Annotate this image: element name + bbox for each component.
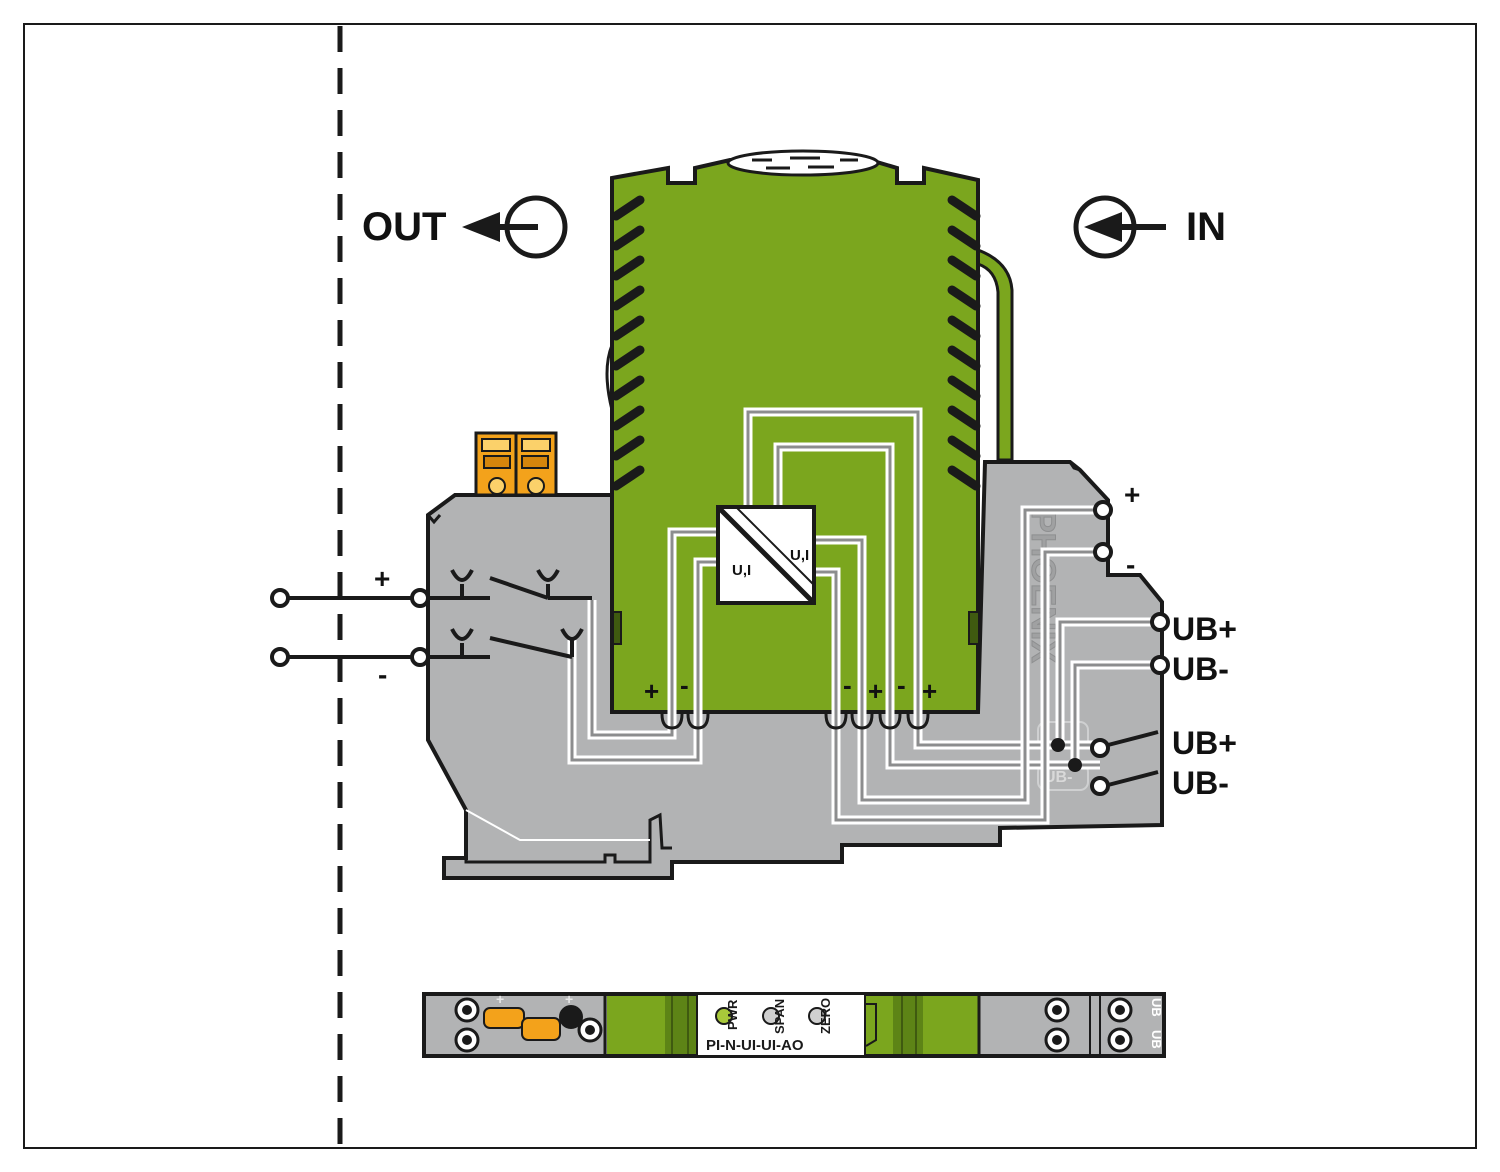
right-vent-slots [947, 195, 981, 491]
right-minus-terminal [1093, 542, 1113, 562]
front-view-strip: + + PWR SPAN ZERO PI-N-UI-UI-AO UB UB [422, 991, 1166, 1058]
right-plus-terminal [1093, 500, 1113, 520]
vent-slot [611, 375, 645, 401]
right-plus-label: + [1124, 479, 1140, 510]
front-orange-plug-1 [483, 1007, 525, 1029]
ub-plus-1-terminal [1150, 612, 1170, 632]
left-minus-label: - [378, 659, 387, 690]
switch-minus [489, 636, 573, 659]
model-label: PI-N-UI-UI-AO [706, 1037, 804, 1054]
right-minus-label: - [1126, 549, 1135, 580]
pcb-out-plus: + [644, 676, 659, 706]
vent-slot [947, 405, 981, 431]
front-orange-plug-2 [521, 1017, 561, 1041]
solder-cup [686, 713, 710, 730]
vent-slot [947, 345, 981, 371]
led-pwr-label: PWR [725, 999, 740, 1030]
left-plus-terminal [270, 588, 290, 608]
vent-slot [611, 285, 645, 311]
orange-plug-connector [474, 431, 558, 497]
bus-label: UB- [1044, 769, 1072, 786]
out-direction-symbol: OUT [362, 195, 568, 259]
contact-fork [450, 569, 474, 582]
left-vent-slots [611, 195, 645, 491]
left-minus-node [410, 647, 430, 667]
ub-plus-1-label: UB+ [1172, 611, 1237, 647]
solder-cup [660, 713, 684, 730]
left-minus-terminal [270, 647, 290, 667]
junction-dot [1051, 738, 1065, 752]
vent-slot [611, 405, 645, 431]
vent-slot [611, 255, 645, 281]
left-plus-node [410, 588, 430, 608]
ub-minus-1-label: UB- [1172, 651, 1229, 687]
vent-slot [947, 285, 981, 311]
internal-wiring [567, 407, 1160, 825]
left-terminal-block: + - [270, 563, 592, 690]
contact-fork [560, 628, 584, 641]
junction-dot [1068, 758, 1082, 772]
ub-minus-2-label: UB- [1172, 765, 1229, 801]
vent-slot [947, 465, 981, 491]
solder-cup [824, 713, 848, 730]
pcb-out-minus: - [680, 670, 689, 700]
vent-slot [947, 315, 981, 341]
vent-slot [611, 435, 645, 461]
pwr-led [715, 1007, 733, 1025]
vent-slot [947, 375, 981, 401]
front-plus-right: + [565, 991, 573, 1007]
module-top-grip [726, 149, 880, 177]
ub-minus-1-terminal [1150, 655, 1170, 675]
led-zero-label: ZERO [818, 998, 833, 1034]
bus-contact-2 [1107, 770, 1159, 787]
left-plus-label: + [374, 563, 390, 594]
pcb-in1-plus: + [868, 676, 883, 706]
in-direction-symbol: IN [1073, 195, 1226, 259]
vent-slot [947, 435, 981, 461]
vent-slot [611, 315, 645, 341]
pcb-in1-minus: - [843, 670, 852, 700]
in-label: IN [1186, 205, 1226, 249]
gray-housing: PHOENIX UB- [426, 460, 1164, 880]
vent-slot [947, 195, 981, 221]
vent-slot [611, 225, 645, 251]
converter-block: U,I U,I [716, 505, 816, 605]
zero-potentiometer [808, 1007, 826, 1025]
solder-cup [878, 713, 902, 730]
ub-plus-2-label: UB+ [1172, 725, 1237, 761]
front-ub-1: UB [1149, 998, 1164, 1017]
pcb-in2-plus: + [922, 676, 937, 706]
right-terminal-block: + - UB+ UB- UB+ UB- [1051, 479, 1237, 801]
vent-slot [947, 255, 981, 281]
contact-fork [536, 569, 560, 582]
pcb-polarity-labels: + - - + - + [644, 670, 937, 706]
out-arrow-icon [462, 212, 500, 242]
vent-slot [611, 345, 645, 371]
contact-fork [450, 628, 474, 641]
ub-minus-2-terminal [1090, 776, 1110, 796]
front-ub-2: UB [1149, 1030, 1164, 1049]
vent-slot [611, 195, 645, 221]
converter-out-label: U,I [790, 547, 809, 564]
front-plus-left: + [496, 991, 504, 1007]
ub-plus-2-terminal [1090, 738, 1110, 758]
solder-cup [906, 713, 930, 730]
out-label: OUT [362, 205, 446, 249]
vent-slot [947, 225, 981, 251]
led-span-label: SPAN [772, 999, 787, 1034]
span-potentiometer [762, 1007, 780, 1025]
vent-slot [611, 465, 645, 491]
converter-in-label: U,I [732, 562, 751, 579]
bus-contact-1 [1107, 730, 1159, 747]
solder-cup [850, 713, 874, 730]
pcb-in2-minus: - [897, 670, 906, 700]
switch-plus [489, 576, 549, 600]
in-arrow-icon [1084, 212, 1122, 242]
